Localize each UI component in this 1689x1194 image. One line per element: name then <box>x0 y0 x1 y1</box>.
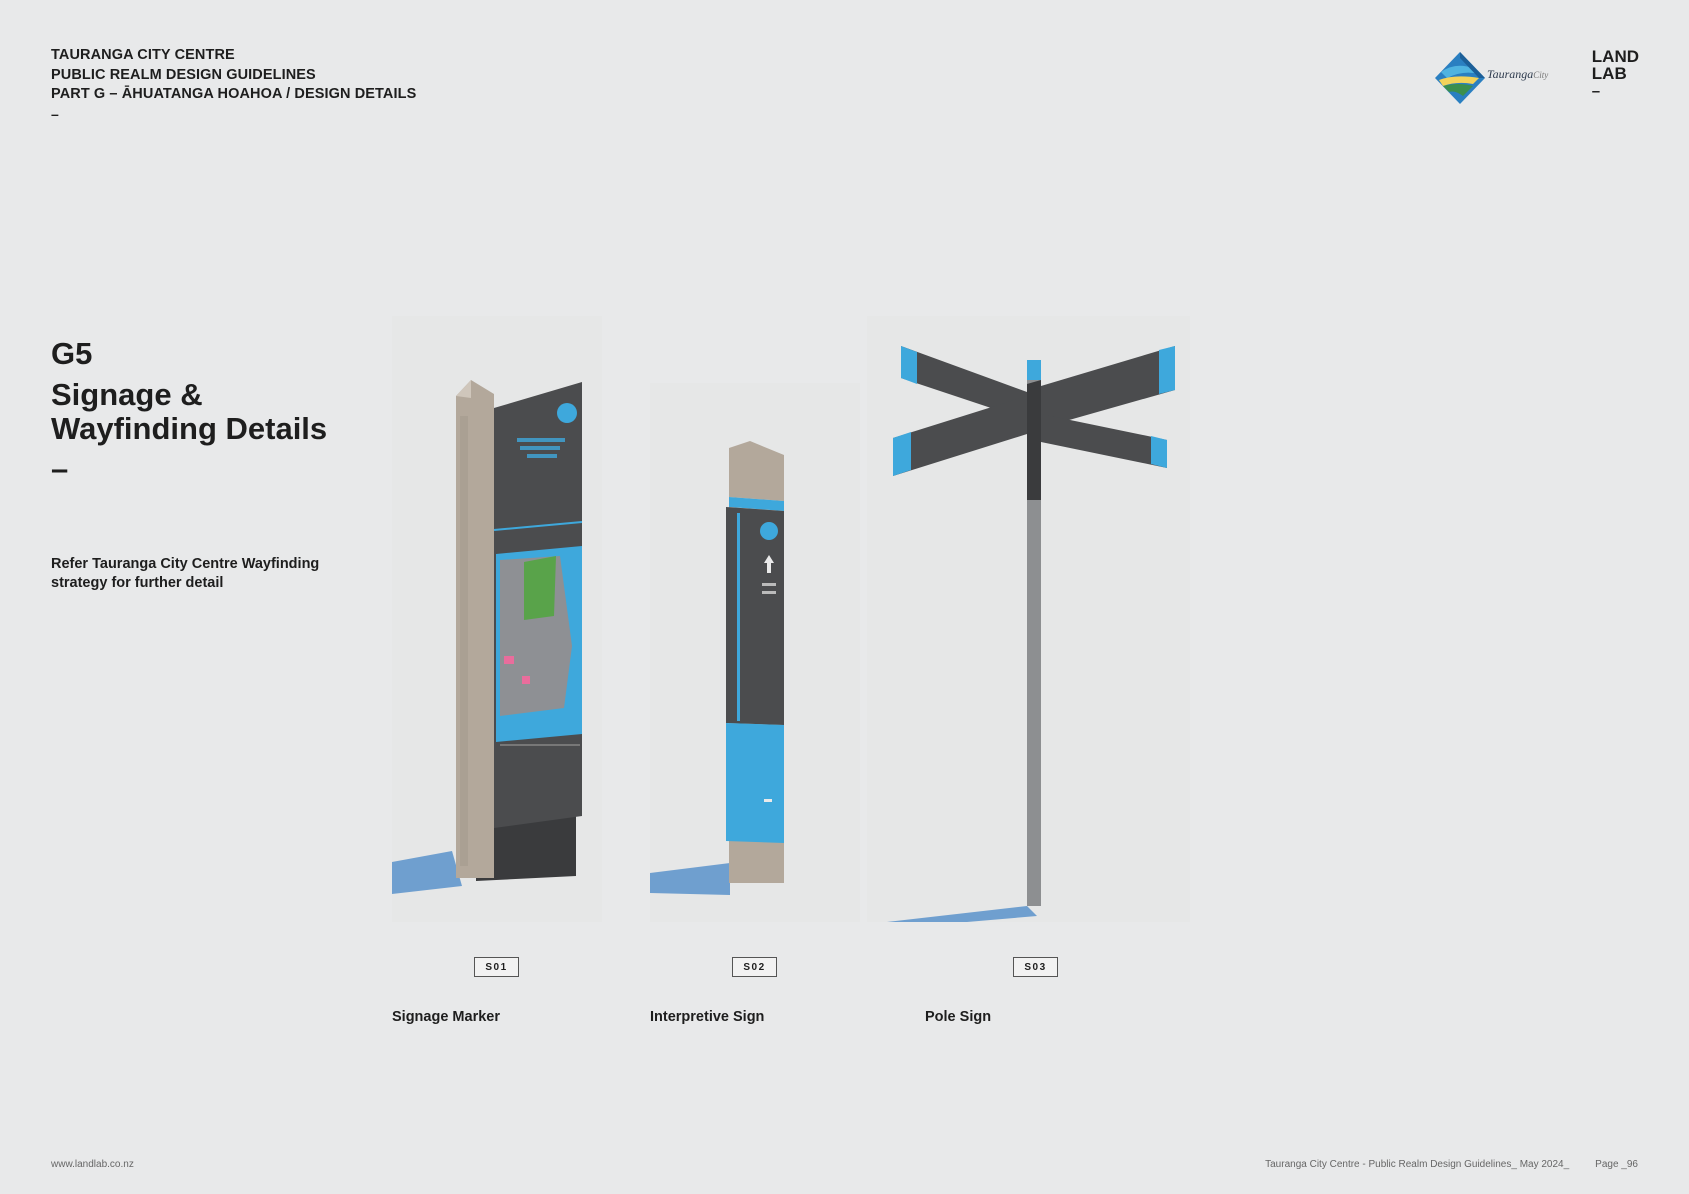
landlab-brand: LAND LAB – <box>1592 48 1639 102</box>
caption-signage-marker: Signage Marker <box>392 1009 500 1025</box>
section-title-line-1: Signage & <box>51 377 203 412</box>
brand-line-1: LAND <box>1591 47 1639 66</box>
logo-wordmark: TaurangaCity <box>1487 67 1548 82</box>
header-dash: – <box>51 105 59 122</box>
header-line-2: PUBLIC REALM DESIGN GUIDELINES <box>51 66 316 83</box>
section-title-line-2: Wayfinding Details <box>51 411 328 446</box>
pole-sign-render <box>867 316 1190 922</box>
sign-code-tag-s03: S03 <box>1013 957 1058 977</box>
caption-interpretive-sign: Interpretive Sign <box>650 1009 765 1025</box>
section-heading: G5 Signage & Wayfinding Details – <box>51 336 327 486</box>
sign-code-tag-s01: S01 <box>474 957 519 977</box>
sign-code-tag-s02: S02 <box>732 957 777 977</box>
tauranga-city-logo: TaurangaCity <box>1433 50 1558 106</box>
brand-dash: – <box>1591 83 1601 100</box>
header-line-1: TAURANGA CITY CENTRE <box>51 47 235 63</box>
reference-note-line-2: strategy for further detail <box>51 575 224 591</box>
brand-line-2: LAB <box>1591 64 1627 83</box>
pole-sign-illustration <box>887 346 1175 922</box>
reference-note-line-1: Refer Tauranga City Centre Wayfinding <box>51 556 320 572</box>
signage-marker-render <box>392 316 602 922</box>
footer-info: Tauranga City Centre - Public Realm Desi… <box>1265 1159 1638 1170</box>
reference-note: Refer Tauranga City Centre Wayfinding st… <box>51 555 351 593</box>
interpretive-sign-illustration <box>650 441 784 895</box>
tauranga-logo-icon <box>1435 52 1485 104</box>
signage-marker-illustration <box>392 380 583 894</box>
caption-pole-sign: Pole Sign <box>925 1009 992 1025</box>
section-code: G5 <box>51 336 93 371</box>
section-dash: – <box>51 451 69 486</box>
footer-website: www.landlab.co.nz <box>51 1159 134 1170</box>
interpretive-sign-render <box>650 383 860 922</box>
footer-document-title: Tauranga City Centre - Public Realm Desi… <box>1265 1159 1570 1170</box>
document-header: TAURANGA CITY CENTRE PUBLIC REALM DESIGN… <box>51 46 416 124</box>
logo-name: Tauranga <box>1487 67 1534 81</box>
footer-page-number: Page _96 <box>1595 1159 1638 1170</box>
section-title: Signage & Wayfinding Details <box>51 378 327 446</box>
logo-suffix: City <box>1533 70 1549 80</box>
header-line-3: PART G – ĀHUATANGA HOAHOA / DESIGN DETAI… <box>51 86 417 102</box>
